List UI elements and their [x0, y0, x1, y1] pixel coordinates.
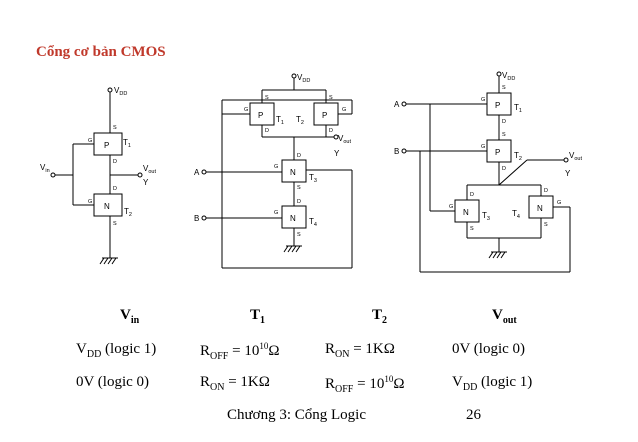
- nor-vdd-label: VDD: [502, 71, 515, 82]
- row1-t2: RON = 1KΩ: [325, 341, 395, 360]
- nand-b-label: B: [194, 214, 199, 223]
- inv-t1-s: S: [113, 125, 117, 131]
- row2-vout: VDD (logic 1): [452, 374, 533, 393]
- inv-vin-terminal: [50, 172, 56, 178]
- header-vin: Vin: [120, 307, 140, 326]
- nand-vout-terminal: [333, 134, 339, 140]
- nand-t3-s: S: [297, 185, 301, 191]
- slide-title: Cổng cơ bản CMOS: [36, 44, 166, 60]
- nand-t3-label: T3: [309, 173, 317, 184]
- nor-vout-label: Vout: [569, 151, 582, 162]
- inv-t2-label: T2: [124, 207, 132, 218]
- nand-t1-label: T1: [276, 115, 284, 126]
- inv-vdd-terminal: [107, 87, 113, 93]
- nand-t4-label: T4: [309, 217, 317, 228]
- inv-t1-g: G: [88, 138, 92, 144]
- nand-t2-d: D: [329, 128, 333, 134]
- nor-t2-type: P: [495, 148, 500, 157]
- nand-vout-label: Vout: [338, 134, 351, 145]
- inv-vout-label: Vout: [143, 164, 156, 175]
- nor-a-terminal: [401, 101, 407, 107]
- nor-b-terminal: [401, 148, 407, 154]
- nor-t1-g: G: [481, 97, 485, 103]
- nand-t3-type: N: [290, 168, 296, 177]
- nor-t4-g: G: [557, 200, 561, 206]
- nor-t3-type: N: [463, 208, 469, 217]
- nand-t3-d: D: [297, 153, 301, 159]
- nor-t4-label: T4: [512, 209, 520, 220]
- nand-t2-s: S: [329, 95, 333, 101]
- inv-t1-type: P: [104, 141, 109, 150]
- nand-t4-type: N: [290, 214, 296, 223]
- inv-vdd-label: VDD: [114, 86, 127, 97]
- nand-t3-g: G: [274, 164, 278, 170]
- page-number: 26: [466, 407, 481, 423]
- nor-t2-d: D: [502, 166, 506, 172]
- nor-t1-d: D: [502, 119, 506, 125]
- nand-t1-type: P: [258, 111, 263, 120]
- inv-t2-g: G: [88, 199, 92, 205]
- nor-t2-g: G: [481, 144, 485, 150]
- nor-circuit: VDD P T1 G S D A P T2 G S D B: [394, 71, 582, 273]
- nor-vout-terminal: [563, 157, 569, 163]
- nand-a-terminal: [201, 169, 207, 175]
- nor-t4-type: N: [537, 204, 543, 213]
- nor-t1-label: T1: [514, 103, 522, 114]
- header-t1: T1: [250, 307, 266, 326]
- nand-circuit: VDD P T1 G S D P T2 G S D Vout Y: [194, 73, 353, 269]
- nand-vdd-label: VDD: [297, 73, 310, 84]
- inv-t2-s: S: [113, 221, 117, 227]
- nor-t3-d: D: [470, 192, 474, 198]
- row2-t2: ROFF = 1010Ω: [325, 374, 405, 395]
- inv-t2-type: N: [104, 202, 110, 211]
- inv-t1-d: D: [113, 159, 117, 165]
- row2-vin: 0V (logic 0): [76, 374, 150, 390]
- inv-vout-terminal: [137, 172, 143, 178]
- row1-vout: 0V (logic 0): [452, 341, 526, 357]
- inverter-circuit: VDD P T1 S D G Vout Y N T2 D S G: [40, 86, 156, 265]
- inv-t1-label: T1: [123, 138, 131, 149]
- nand-t1-s: S: [265, 95, 269, 101]
- nor-t1-s: S: [502, 85, 506, 91]
- nand-a-label: A: [194, 168, 200, 177]
- inv-y-label: Y: [143, 178, 149, 187]
- nor-y-label: Y: [565, 169, 571, 178]
- row2-t1: RON = 1KΩ: [200, 374, 270, 393]
- cmos-circuits-diagram: VDD P T1 S D G Vout Y N T2 D S G: [40, 71, 582, 273]
- nand-t4-d: D: [297, 199, 301, 205]
- header-t2: T2: [372, 307, 388, 326]
- nand-t4-g: G: [274, 210, 278, 216]
- row1-vin: VDD (logic 1): [76, 341, 157, 360]
- nor-t2-label: T2: [514, 151, 522, 162]
- nor-a-label: A: [394, 100, 400, 109]
- inv-t2-d: D: [113, 186, 117, 192]
- nand-t2-type: P: [322, 111, 327, 120]
- nand-t1-g: G: [244, 107, 248, 113]
- row1-t1: ROFF = 1010Ω: [200, 341, 280, 362]
- nand-y-label: Y: [334, 149, 340, 158]
- slide-footer: Chương 3: Cổng Logic: [227, 407, 366, 423]
- nand-t2-label: T2: [296, 115, 304, 126]
- nor-t2-s: S: [502, 132, 506, 138]
- nor-t4-d: D: [544, 188, 548, 194]
- nor-t3-g: G: [449, 204, 453, 210]
- nand-t2-g: G: [342, 107, 346, 113]
- nor-vdd-terminal: [496, 71, 502, 77]
- nand-b-terminal: [201, 215, 207, 221]
- nand-vdd-terminal: [291, 73, 297, 79]
- nor-t1-type: P: [495, 101, 500, 110]
- nor-t3-s: S: [470, 226, 474, 232]
- nand-t4-s: S: [297, 232, 301, 238]
- nor-b-label: B: [394, 147, 399, 156]
- nor-t3-label: T3: [482, 211, 490, 222]
- nand-t1-d: D: [265, 128, 269, 134]
- nor-t4-s: S: [544, 222, 548, 228]
- inv-vin-label: Vin: [40, 163, 50, 174]
- header-vout: Vout: [492, 307, 517, 326]
